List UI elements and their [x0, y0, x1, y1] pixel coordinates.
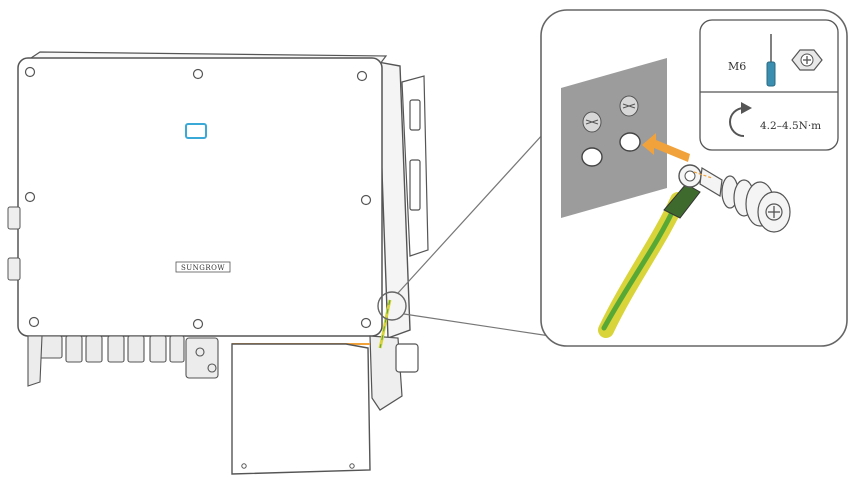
bottom-connectors	[28, 336, 218, 386]
ring-terminal-hole	[685, 171, 695, 181]
cover-box	[232, 344, 370, 474]
brand-label: SUNGROW	[181, 264, 225, 272]
inverter: SUNGROW	[8, 52, 428, 474]
inverter-front-panel	[18, 58, 382, 336]
side-handle-upper	[8, 207, 20, 229]
side-handle-lower	[8, 258, 20, 280]
ground-lug-base	[396, 344, 418, 372]
bolt-size-label: M6	[728, 60, 746, 73]
leader-line-bottom	[404, 314, 550, 336]
ground-hole-right	[620, 133, 640, 151]
ground-hole-left	[582, 148, 602, 166]
detail-box: M6 4.2–4.5N·m	[541, 10, 847, 346]
torque-label: 4.2–4.5N·m	[760, 120, 821, 132]
